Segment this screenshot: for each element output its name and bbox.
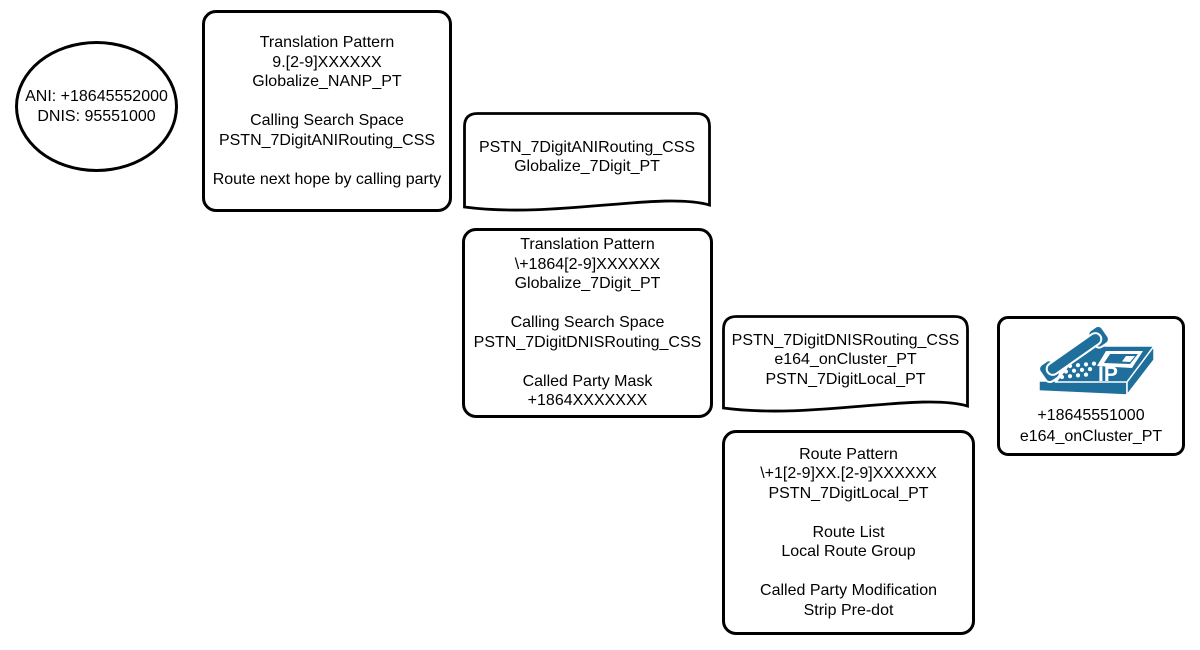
section-title: Called Party Mask — [522, 372, 653, 390]
phone-labels: +18645551000 e164_onCluster_PT — [1020, 405, 1162, 447]
pattern-section: Translation Pattern 9.[2-9]XXXXXX Global… — [252, 33, 401, 92]
route-pattern-box: Route Pattern \+1[2-9]XX.[2-9]XXXXXX PST… — [722, 430, 975, 635]
section-title: Route List — [812, 523, 885, 541]
pattern-value: \+1864[2-9]XXXXXX — [514, 255, 661, 273]
partition-name: PSTN_7DigitLocal_PT — [765, 370, 926, 388]
mask-section: Called Party Mask +1864XXXXXXX — [523, 372, 653, 411]
ip-phone-endpoint-box: IP +18645551000 e164_onCluster_PT — [997, 316, 1185, 456]
pattern-value: \+1[2-9]XX.[2-9]XXXXXX — [760, 465, 937, 483]
css-dnis-routing-document: PSTN_7DigitDNISRouting_CSS e164_onCluste… — [722, 315, 969, 416]
css-ani-routing-document: PSTN_7DigitANIRouting_CSS Globalize_7Dig… — [463, 112, 711, 215]
css-section: Calling Search Space PSTN_7DigitDNISRout… — [474, 313, 702, 352]
mask-value: +1864XXXXXXX — [527, 392, 648, 410]
modification-section: Called Party Modification Strip Pre-dot — [760, 581, 937, 620]
document-shape-outline — [722, 315, 969, 413]
document-text: PSTN_7DigitDNISRouting_CSS e164_onCluste… — [722, 315, 969, 405]
modification-value: Strip Pre-dot — [803, 601, 894, 619]
document-text: PSTN_7DigitANIRouting_CSS Globalize_7Dig… — [463, 112, 711, 202]
partition-name: e164_onCluster_PT — [774, 351, 917, 369]
section-title: Called Party Modification — [760, 582, 937, 600]
partition-name: e164_onCluster_PT — [1019, 428, 1163, 445]
pattern-section: Translation Pattern \+1864[2-9]XXXXXX Gl… — [515, 235, 661, 294]
section-title: Calling Search Space — [510, 314, 665, 332]
pattern-section: Route Pattern \+1[2-9]XX.[2-9]XXXXXX PST… — [760, 445, 937, 504]
css-name: PSTN_7DigitDNISRouting_CSS — [731, 331, 960, 349]
css-name: PSTN_7DigitANIRouting_CSS — [478, 138, 696, 156]
section-title: Route Pattern — [799, 445, 898, 463]
ip-label: IP — [1098, 363, 1118, 386]
route-list-section: Route List Local Route Group — [781, 523, 915, 562]
route-list-value: Local Route Group — [781, 543, 916, 561]
translation-pattern-7digit-box: Translation Pattern \+1864[2-9]XXXXXX Gl… — [462, 228, 713, 418]
note-text: Route next hope by calling party — [212, 170, 442, 188]
partition-name: Globalize_7Digit_PT — [514, 158, 660, 175]
directory-number: +18645551000 — [1037, 407, 1145, 424]
partition-value: Globalize_7Digit_PT — [514, 275, 661, 293]
section-title: Translation Pattern — [520, 236, 655, 254]
note-section: Route next hope by calling party — [213, 170, 442, 190]
partition-value: Globalize_NANP_PT — [252, 73, 402, 90]
ip-phone-icon: IP — [1038, 324, 1156, 398]
dnis-text: DNIS: 95551000 — [37, 107, 156, 125]
section-title: Translation Pattern — [259, 34, 395, 51]
translation-pattern-nanp-box: Translation Pattern 9.[2-9]XXXXXX Global… — [202, 10, 452, 212]
section-title: Calling Search Space — [250, 112, 404, 129]
partition-value: PSTN_7DigitLocal_PT — [768, 484, 929, 502]
document-shape-outline — [463, 112, 711, 212]
css-value: PSTN_7DigitANIRouting_CSS — [218, 131, 436, 149]
css-value: PSTN_7DigitDNISRouting_CSS — [473, 333, 702, 351]
ani-text: ANI: +18645552000 — [25, 87, 168, 105]
css-section: Calling Search Space PSTN_7DigitANIRouti… — [219, 111, 435, 150]
pattern-value: 9.[2-9]XXXXXX — [272, 53, 382, 71]
caller-ani-dnis-ellipse: ANI: +18645552000 DNIS: 95551000 — [15, 41, 178, 172]
